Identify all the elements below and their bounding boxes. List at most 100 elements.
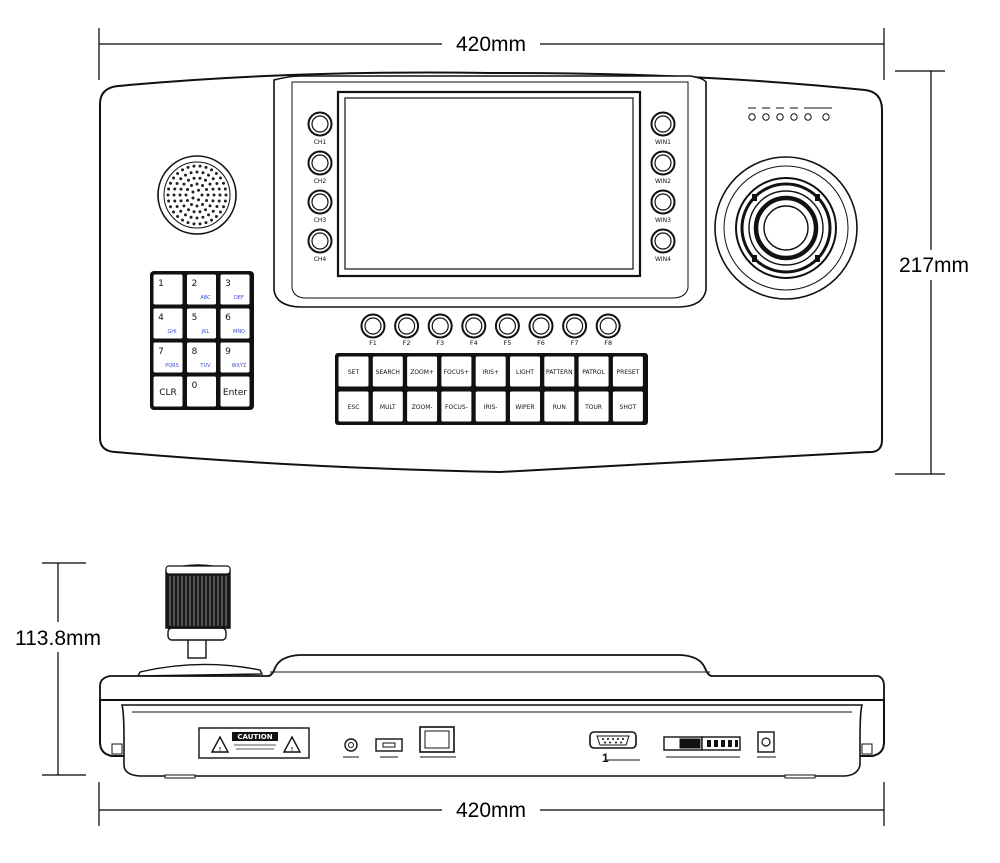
keyboard-top-view: [99, 71, 883, 474]
channel-button-2[interactable]: CH2: [307, 150, 333, 186]
keypad-key-enter[interactable]: Enter: [219, 375, 251, 408]
top-width-dimension: [98, 28, 885, 80]
function-key-zoom-plus[interactable]: ZOOM+: [406, 355, 439, 388]
keypad-key-label: 9: [225, 347, 231, 357]
function-key-wiper[interactable]: WIPER: [509, 390, 541, 423]
window-button-label: WIN3: [655, 217, 671, 224]
f-button-8[interactable]: F8: [595, 313, 621, 348]
function-key-light[interactable]: LIGHT: [509, 355, 541, 388]
status-leds: [748, 107, 832, 121]
svg-text:!: !: [219, 747, 222, 753]
function-key-label: TOUR: [584, 404, 602, 411]
bottom-width-label: 420mm: [456, 799, 526, 822]
function-key-label: ESC: [348, 404, 360, 411]
caution-text: CAUTION: [237, 733, 272, 741]
warning-triangle-icon: [282, 735, 302, 753]
function-key-patrol[interactable]: PATROL: [577, 355, 610, 388]
function-key-pattern[interactable]: PATTERN: [543, 355, 576, 388]
function-key-label: RUN: [553, 404, 566, 411]
function-key-label: ZOOM-: [412, 404, 433, 411]
function-key-shot[interactable]: SHOT: [611, 390, 644, 423]
keypad-key-clr[interactable]: CLR: [152, 375, 184, 408]
height-label: 217mm: [899, 254, 969, 277]
function-key-label: SET: [348, 369, 360, 376]
keypad-key-label: 5: [192, 313, 198, 323]
channel-button-label: CH3: [314, 217, 327, 224]
function-key-label: IRIS-: [484, 404, 498, 411]
function-key-label: FOCUS-: [445, 404, 468, 411]
function-key-mult[interactable]: MULT: [371, 390, 404, 423]
keypad-key-label: 1: [158, 279, 164, 289]
height-dimension: [895, 70, 945, 475]
channel-button-1[interactable]: CH1: [307, 111, 333, 147]
depth-dimension: [42, 562, 86, 776]
keypad-key-letters: DEF: [234, 295, 244, 301]
window-button-label: WIN4: [655, 256, 671, 263]
window-button-2[interactable]: WIN2: [650, 150, 676, 186]
function-key-focus-plus[interactable]: FOCUS+: [440, 355, 473, 388]
function-key-set[interactable]: SET: [337, 355, 370, 388]
f-button-5[interactable]: F5: [494, 313, 520, 348]
keypad-key-letters: GHI: [167, 329, 176, 335]
bottom-width-dimension: [98, 782, 885, 826]
f-button-label: F3: [436, 339, 444, 347]
keypad-key-label: 3: [225, 279, 231, 289]
function-key-label: SEARCH: [376, 369, 400, 376]
svg-text:!: !: [291, 747, 294, 753]
function-key-focus-minus[interactable]: FOCUS-: [440, 390, 473, 423]
f-button-6[interactable]: F6: [528, 313, 554, 348]
function-key-run[interactable]: RUN: [543, 390, 576, 423]
f-button-label: F2: [403, 339, 411, 347]
keypad-key-label: 6: [225, 313, 231, 323]
channel-button-3[interactable]: CH3: [307, 189, 333, 225]
keypad-key-label: 2: [192, 279, 198, 289]
window-button-4[interactable]: WIN4: [650, 228, 676, 264]
port-number-label: 1: [602, 751, 609, 765]
function-key-tour[interactable]: TOUR: [577, 390, 610, 423]
f-button-label: F1: [369, 339, 377, 347]
channel-button-label: CH1: [314, 139, 327, 146]
f-button-7[interactable]: F7: [562, 313, 588, 348]
keypad-key-label: Enter: [223, 388, 247, 398]
function-key-zoom-minus[interactable]: ZOOM-: [406, 390, 439, 423]
f-button-2[interactable]: F2: [394, 313, 420, 348]
keypad-key-label: 0: [192, 381, 198, 391]
function-key-iris-plus[interactable]: IRIS+: [474, 355, 507, 388]
keypad-key-1[interactable]: 1: [152, 273, 184, 306]
function-key-label: PATTERN: [546, 369, 573, 376]
function-key-label: PRESET: [616, 369, 639, 376]
function-key-search[interactable]: SEARCH: [371, 355, 404, 388]
window-button-label: WIN2: [655, 178, 671, 185]
function-key-iris-minus[interactable]: IRIS-: [474, 390, 507, 423]
f-button-4[interactable]: F4: [461, 313, 487, 348]
function-key-label: ZOOM+: [410, 369, 434, 376]
keypad-key-letters: MNO: [233, 329, 245, 335]
keypad-key-letters: ABC: [200, 295, 211, 301]
joystick-top-view[interactable]: [714, 156, 858, 300]
function-key-preset[interactable]: PRESET: [611, 355, 644, 388]
keypad-key-0[interactable]: 0: [186, 375, 217, 408]
f-button-3[interactable]: F3: [427, 313, 453, 348]
channel-button-4[interactable]: CH4: [307, 228, 333, 264]
function-key-esc[interactable]: ESC: [337, 390, 370, 423]
f-button-1[interactable]: F1: [360, 313, 386, 348]
window-button-3[interactable]: WIN3: [650, 189, 676, 225]
function-key-label: IRIS+: [482, 369, 499, 376]
rear-ports: [343, 726, 776, 761]
keypad-key-label: 8: [192, 347, 198, 357]
window-button-1[interactable]: WIN1: [650, 111, 676, 147]
depth-label: 113.8mm: [15, 627, 101, 650]
window-button-label: WIN1: [655, 139, 671, 146]
